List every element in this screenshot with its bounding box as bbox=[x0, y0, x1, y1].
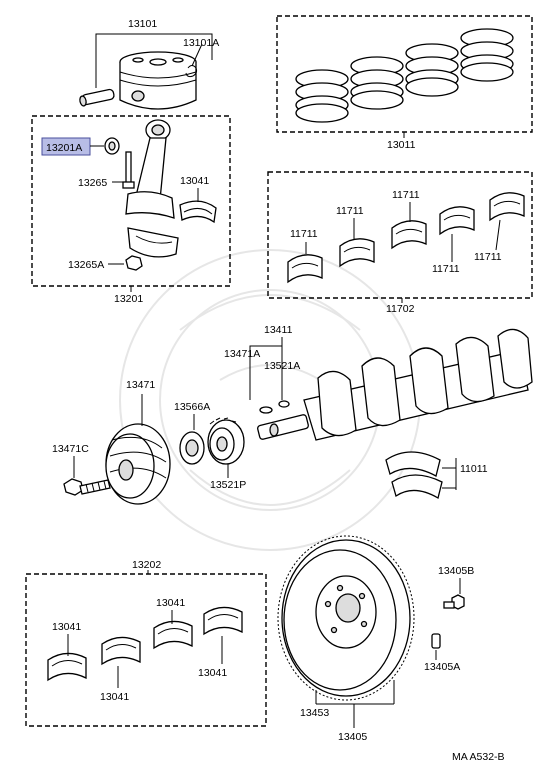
label-13265A: 13265A bbox=[68, 259, 104, 271]
piston-pin[interactable] bbox=[79, 88, 115, 107]
label-13041-d: 13041 bbox=[198, 667, 227, 679]
crankshaft-pulley[interactable] bbox=[105, 423, 171, 505]
label-13471A: 13471A bbox=[224, 348, 260, 360]
rod-bearing[interactable] bbox=[179, 200, 217, 224]
label-13411: 13411 bbox=[264, 324, 293, 336]
crank-timing-gear[interactable] bbox=[207, 417, 245, 465]
main-bearing-set[interactable] bbox=[287, 192, 525, 284]
piston-assembly[interactable] bbox=[119, 51, 197, 110]
label-11711-d: 11711 bbox=[432, 263, 460, 275]
label-13521P: 13521P bbox=[210, 479, 246, 491]
label-13101A: 13101A bbox=[183, 37, 219, 49]
flywheel-dowel-pin[interactable] bbox=[431, 633, 441, 649]
oil-seal-washer[interactable] bbox=[179, 431, 205, 465]
label-13201: 13201 bbox=[114, 293, 143, 305]
label-11011: 11011 bbox=[460, 463, 488, 475]
label-11711-c: 11711 bbox=[392, 189, 420, 201]
label-13521A: 13521A bbox=[264, 360, 300, 372]
label-13041-a: 13041 bbox=[52, 621, 81, 633]
crank-key-small[interactable] bbox=[278, 400, 290, 408]
label-13101: 13101 bbox=[128, 18, 157, 30]
label-11711-e: 11711 bbox=[474, 251, 502, 263]
crank-bearing-set[interactable] bbox=[47, 606, 243, 682]
label-13566A: 13566A bbox=[174, 401, 210, 413]
rod-cap[interactable] bbox=[127, 227, 179, 258]
label-13405: 13405 bbox=[338, 731, 367, 743]
crankshaft[interactable] bbox=[257, 328, 533, 441]
label-13405A: 13405A bbox=[424, 661, 460, 673]
label-13405B: 13405B bbox=[438, 565, 474, 577]
label-13041-b: 13041 bbox=[100, 691, 129, 703]
label-13453: 13453 bbox=[300, 707, 329, 719]
label-13265: 13265 bbox=[78, 177, 107, 189]
label-13471C: 13471C bbox=[52, 443, 89, 455]
crank-key[interactable] bbox=[259, 406, 273, 414]
pulley-bolt[interactable] bbox=[63, 478, 111, 496]
rod-bushing[interactable] bbox=[104, 137, 120, 155]
label-13041-c: 13041 bbox=[156, 597, 185, 609]
label-13202: 13202 bbox=[132, 559, 161, 571]
piston-ring-set[interactable] bbox=[295, 28, 514, 123]
main-bearings-box bbox=[267, 171, 533, 299]
flywheel[interactable] bbox=[277, 535, 415, 701]
label-11711-b: 11711 bbox=[336, 205, 364, 217]
connecting-rod[interactable] bbox=[125, 119, 175, 219]
diagram-ref-code: MA A532-B bbox=[452, 751, 505, 763]
leader-13101A bbox=[191, 43, 203, 67]
rod-nut[interactable] bbox=[125, 255, 143, 271]
label-13041-rod: 13041 bbox=[180, 175, 209, 187]
label-13201A: 13201A bbox=[46, 142, 82, 154]
label-11702: 11702 bbox=[386, 303, 415, 315]
thrust-washers[interactable] bbox=[385, 451, 443, 499]
label-13011: 13011 bbox=[387, 139, 416, 151]
label-13471: 13471 bbox=[126, 379, 155, 391]
flywheel-bolt[interactable] bbox=[443, 594, 465, 610]
label-11711-a: 11711 bbox=[290, 228, 318, 240]
leader-13101 bbox=[95, 33, 213, 88]
rod-bolt[interactable] bbox=[122, 151, 135, 189]
crank-bearings-box bbox=[25, 573, 267, 727]
